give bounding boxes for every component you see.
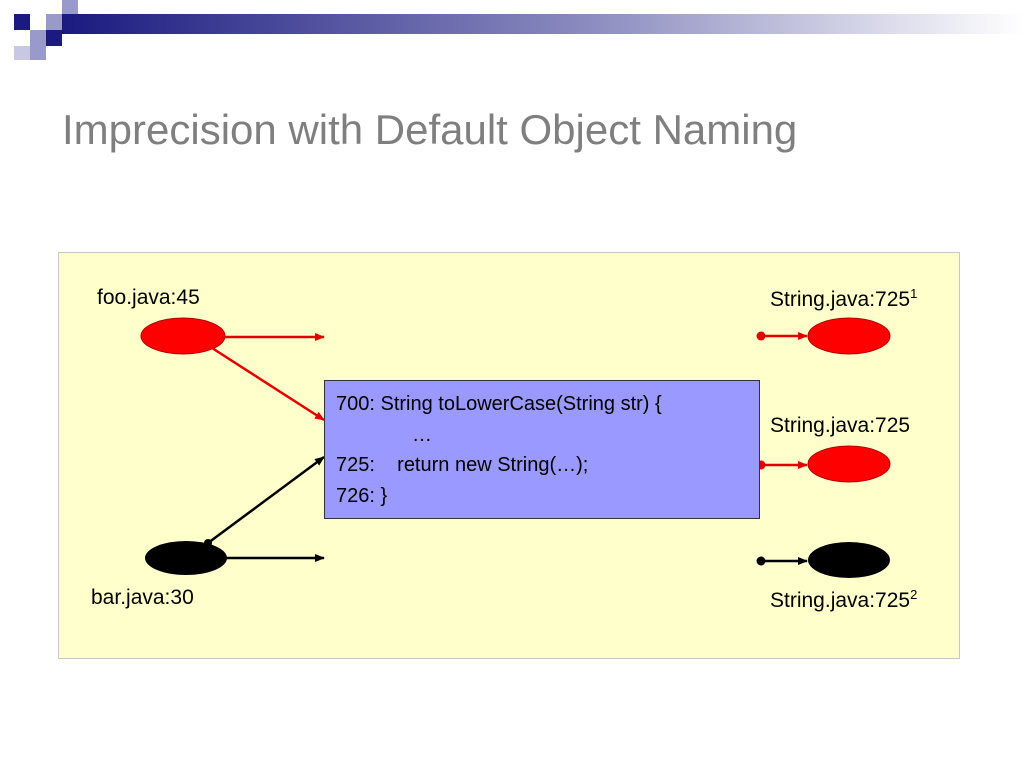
header-square — [46, 14, 62, 30]
header-decoration — [14, 0, 1024, 60]
header-square — [62, 0, 78, 14]
string-mid-label: String.java:725 — [770, 414, 911, 437]
code-line-3: 725: return new String(…); — [336, 454, 589, 476]
code-line-4: 726: } — [336, 484, 388, 507]
header-square — [30, 30, 46, 46]
string2-label-text: String.java:725 — [770, 589, 911, 612]
string-mid-node — [807, 445, 891, 483]
code-box: 700: String toLowerCase(String str) { … … — [324, 380, 760, 519]
header-square — [30, 14, 46, 30]
string1-label-superscript: 1 — [910, 286, 918, 301]
slide-title: Imprecision with Default Object Naming — [62, 106, 798, 153]
header-gradient-bar — [62, 14, 1024, 34]
string2-label-superscript: 2 — [910, 587, 918, 602]
foo-to-code-arrow — [211, 346, 325, 422]
header-square — [30, 46, 46, 60]
string2-node — [808, 542, 890, 578]
header-square — [14, 14, 30, 30]
bar-edge-dot — [204, 539, 212, 547]
string1-node — [807, 317, 891, 355]
string1-label: String.java:7251 — [770, 286, 917, 312]
code-line-1: 700: String toLowerCase(String str) { — [336, 393, 662, 415]
header-square — [46, 30, 62, 46]
bar-node — [145, 541, 227, 575]
foo-label: foo.java:45 — [97, 286, 200, 309]
code-line-2: … — [412, 423, 432, 446]
header-square — [14, 46, 30, 60]
bar-to-code-arrow — [207, 455, 325, 545]
bar-label: bar.java:30 — [91, 586, 194, 609]
string1-label-text: String.java:725 — [770, 288, 911, 311]
string2-label: String.java:7252 — [770, 587, 917, 613]
